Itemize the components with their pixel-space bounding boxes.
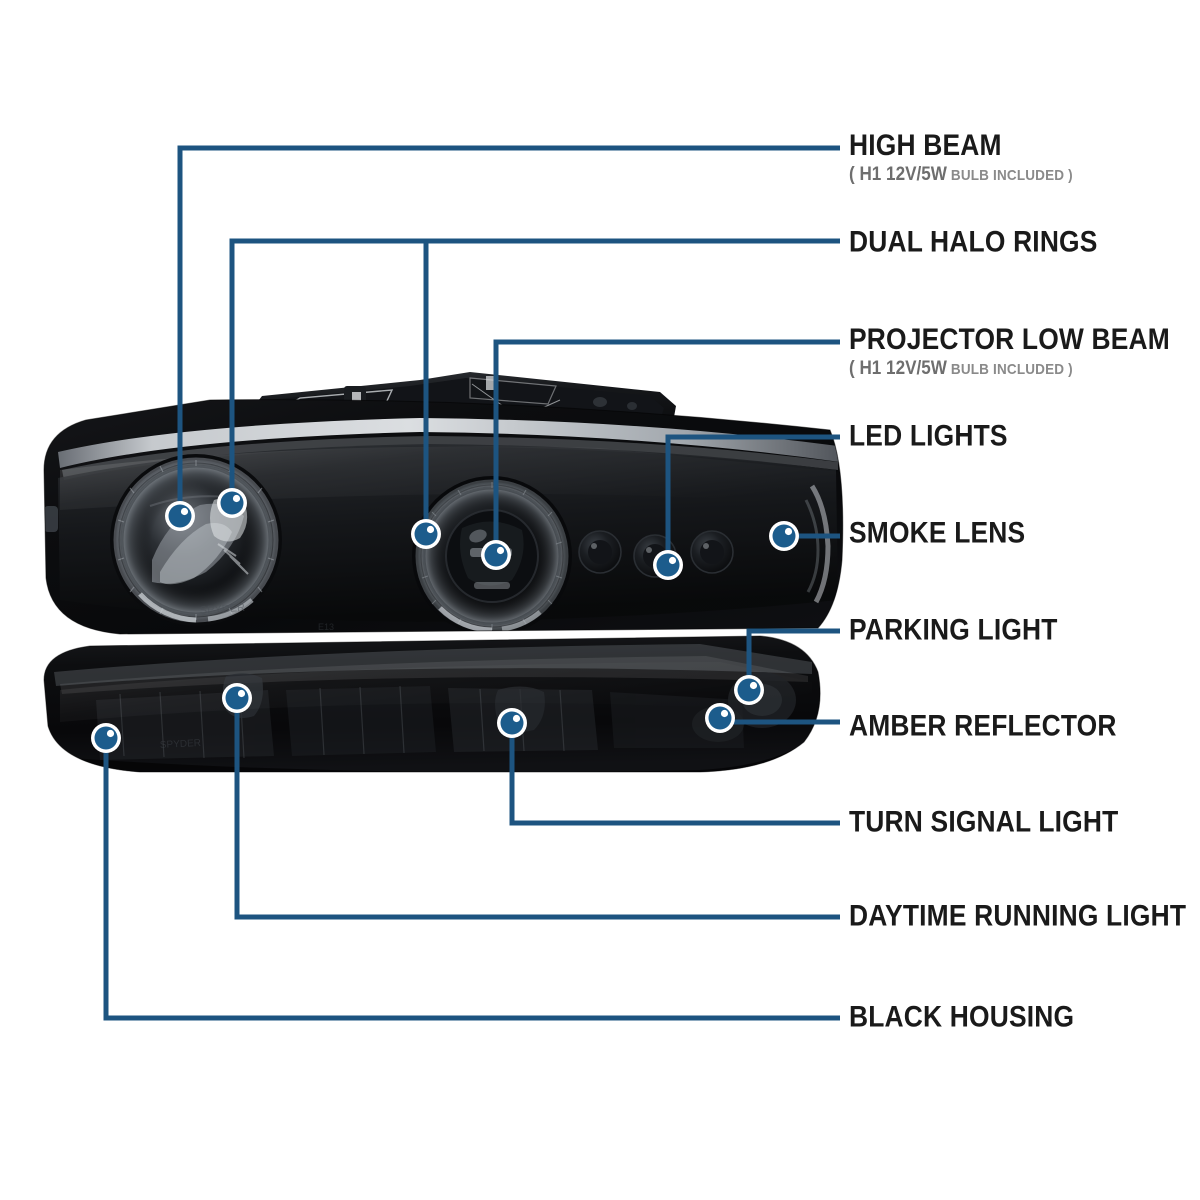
- callout-label-high-beam: HIGH BEAM ( H1 12V/5W BULB INCLUDED ): [849, 128, 1098, 185]
- marker-black-housing[interactable]: [91, 723, 121, 753]
- marker-amber-reflector[interactable]: [705, 703, 735, 733]
- callout-subtitle-main: ( H1 12V/5W: [849, 357, 947, 379]
- leader-projector-low-beam: [493, 339, 840, 555]
- callout-subtitle: ( H1 12V/5W BULB INCLUDED ): [849, 163, 1073, 185]
- marker-projector-low-beam[interactable]: [481, 540, 511, 570]
- marker-dual-halo-rings-b[interactable]: [411, 519, 441, 549]
- marker-parking-light[interactable]: [734, 675, 764, 705]
- leader-led-lights: [665, 434, 840, 565]
- svg-text:E13: E13: [318, 622, 334, 632]
- marker-high-beam[interactable]: [165, 501, 195, 531]
- marker-daytime-running-light[interactable]: [222, 683, 252, 713]
- callout-title: BLACK HOUSING: [849, 1000, 1075, 1034]
- callout-label-amber-reflector: AMBER REFLECTOR: [849, 709, 1153, 743]
- callout-title: PARKING LIGHT: [849, 613, 1058, 647]
- callout-label-turn-signal-light: TURN SIGNAL LIGHT: [849, 805, 1155, 839]
- marker-smoke-lens[interactable]: [769, 521, 799, 551]
- callout-title: AMBER REFLECTOR: [849, 709, 1117, 743]
- led-bulb: [690, 530, 734, 574]
- smoke-lens-edge-highlight: [809, 484, 831, 604]
- svg-text:SPYDER: SPYDER: [160, 738, 202, 751]
- marker-led-lights[interactable]: [653, 550, 683, 580]
- callout-title: SMOKE LENS: [849, 516, 1026, 550]
- projector-low-beam-unit: [412, 476, 572, 634]
- callout-subtitle-rest: BULB INCLUDED ): [950, 360, 1073, 378]
- marker-dual-halo-rings-a[interactable]: [217, 488, 247, 518]
- leader-black-housing: [103, 738, 840, 1021]
- chrome-top-trim: [58, 418, 840, 468]
- callout-label-dual-halo-rings: DUAL HALO RINGS: [849, 225, 1131, 259]
- led-lights-row: [578, 530, 734, 578]
- svg-text:SPYDER: SPYDER: [199, 602, 245, 617]
- callout-title: TURN SIGNAL LIGHT: [849, 805, 1119, 839]
- callout-subtitle: ( H1 12V/5W BULB INCLUDED ): [849, 357, 1177, 379]
- callout-subtitle-rest: BULB INCLUDED ): [950, 166, 1073, 184]
- leader-turn-signal-light: [509, 723, 840, 826]
- callout-label-projector-low-beam: PROJECTOR LOW BEAM ( H1 12V/5W BULB INCL…: [849, 322, 1200, 379]
- leader-high-beam: [177, 145, 840, 516]
- callout-label-parking-light: PARKING LIGHT: [849, 613, 1086, 647]
- callout-title: LED LIGHTS: [849, 419, 1008, 453]
- callout-label-black-housing: BLACK HOUSING: [849, 1000, 1105, 1034]
- leader-dual-halo-rings-a: [229, 238, 840, 503]
- callout-title: PROJECTOR LOW BEAM: [849, 322, 1170, 356]
- callout-title: HIGH BEAM: [849, 128, 1002, 162]
- callout-title: DAYTIME RUNNING LIGHT: [849, 899, 1187, 933]
- leader-daytime-running-light: [234, 698, 840, 920]
- leader-parking-light: [746, 628, 840, 690]
- callout-label-led-lights: LED LIGHTS: [849, 419, 1029, 453]
- callout-label-daytime-running-light: DAYTIME RUNNING LIGHT: [849, 899, 1200, 933]
- marker-turn-signal-light[interactable]: [497, 708, 527, 738]
- led-bulb: [578, 530, 622, 574]
- callout-title: DUAL HALO RINGS: [849, 225, 1098, 259]
- callout-label-smoke-lens: SMOKE LENS: [849, 516, 1049, 550]
- callout-subtitle-main: ( H1 12V/5W: [849, 163, 947, 185]
